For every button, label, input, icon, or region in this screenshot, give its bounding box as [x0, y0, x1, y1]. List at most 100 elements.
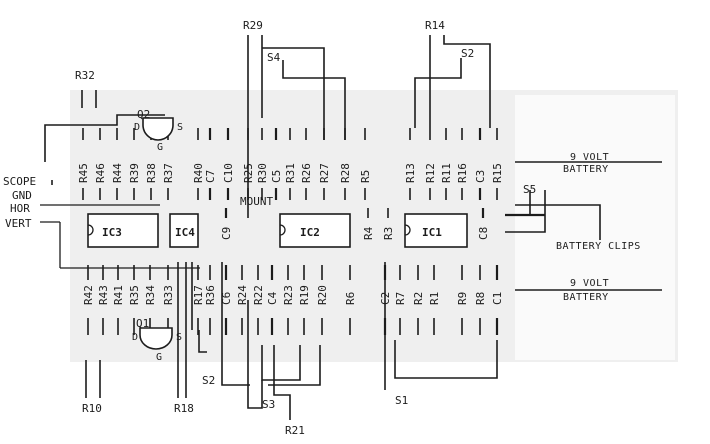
- r23-label: R23: [282, 285, 295, 305]
- vert-label: VERT: [5, 217, 32, 230]
- r29-label: R29: [243, 19, 263, 32]
- ic-notch: [404, 224, 411, 236]
- ic-notch: [87, 224, 94, 236]
- mount-label: MOUNT: [240, 195, 273, 208]
- wire: [261, 345, 301, 381]
- ic2-chip: [279, 213, 351, 248]
- r14-label: R14: [425, 19, 445, 32]
- r8-label: R8: [474, 292, 487, 305]
- q1-transistor: [139, 327, 173, 350]
- r30-label: R30: [256, 163, 269, 183]
- c8-label: C8: [477, 227, 490, 240]
- r20-label: R20: [316, 285, 329, 305]
- ic1-label: IC1: [422, 226, 442, 239]
- r6-label: R6: [344, 292, 357, 305]
- r17-label: R17: [192, 285, 205, 305]
- r4-label: R4: [362, 226, 375, 240]
- s2-top-label: S2: [461, 47, 474, 60]
- q1-label: Q1: [136, 317, 149, 330]
- s5-label: S5: [523, 183, 536, 196]
- r25-label: R25: [242, 163, 255, 183]
- s2-bottom-label: S2: [202, 374, 215, 387]
- r24-label: R24: [236, 285, 249, 305]
- wire: [443, 35, 491, 128]
- battery-bottom-line2: BATTERY: [563, 292, 609, 303]
- battery-top-line2: BATTERY: [563, 164, 609, 175]
- r43-label: R43: [97, 285, 110, 305]
- r44-label: R44: [111, 163, 124, 183]
- wire: [515, 204, 601, 240]
- c9-label: C9: [220, 227, 233, 240]
- q2-transistor: [142, 117, 174, 141]
- q1-drain-label: D: [132, 332, 138, 343]
- wire: [268, 345, 321, 386]
- r10-label: R10: [82, 402, 102, 415]
- ic4-label: IC4: [175, 226, 195, 239]
- r21-label: R21: [285, 424, 305, 437]
- r26-label: R26: [300, 163, 313, 183]
- r18-label: R18: [174, 402, 194, 415]
- r9-label: R9: [456, 292, 469, 305]
- gnd-label: GND: [12, 189, 32, 202]
- r31-label: R31: [284, 163, 297, 183]
- ic2-label: IC2: [300, 226, 320, 239]
- battery-bottom-line1: 9 VOLT: [570, 278, 609, 289]
- wire: [247, 300, 263, 409]
- c5-label: C5: [270, 170, 283, 183]
- middle-component-row: C9 R4 R3 C8: [220, 208, 490, 240]
- c4-label: C4: [266, 291, 279, 305]
- r40-label: R40: [192, 163, 205, 183]
- r2-label: R2: [412, 292, 425, 305]
- wire: [505, 190, 546, 233]
- r12-label: R12: [424, 163, 437, 183]
- q2-gate-label: G: [157, 142, 163, 153]
- r1-label: R1: [428, 292, 441, 305]
- wire: [273, 345, 291, 420]
- r33-label: R33: [162, 285, 175, 305]
- wire: [282, 60, 346, 140]
- c2-label: C2: [379, 292, 392, 305]
- r11-label: R11: [440, 163, 453, 183]
- scope-label: SCOPE: [3, 175, 36, 188]
- wire: [414, 58, 462, 128]
- r38-label: R38: [145, 163, 158, 183]
- r32-label: R32: [75, 69, 95, 82]
- q2-source-label: S: [177, 122, 183, 133]
- ic1-chip: [404, 213, 468, 248]
- r39-label: R39: [128, 163, 141, 183]
- r22-label: R22: [252, 285, 265, 305]
- ic-notch: [279, 224, 286, 236]
- r28-label: R28: [339, 163, 352, 183]
- wire: [44, 114, 165, 162]
- q2-drain-label: D: [134, 122, 140, 133]
- s4-label: S4: [267, 51, 281, 64]
- r19-label: R19: [298, 285, 311, 305]
- wire: [221, 262, 250, 386]
- battery-clips-label: BATTERY CLIPS: [556, 241, 641, 252]
- r36-label: R36: [204, 285, 217, 305]
- q1-source-label: S: [176, 332, 182, 343]
- ic3-label: IC3: [102, 226, 122, 239]
- c1-label: C1: [491, 292, 504, 305]
- wire: [262, 47, 325, 140]
- r35-label: R35: [128, 285, 141, 305]
- r37-label: R37: [162, 163, 175, 183]
- r45-label: R45: [77, 163, 90, 183]
- q2-label: Q2: [137, 108, 150, 121]
- hor-label: HOR: [10, 202, 30, 215]
- r5-label: R5: [359, 170, 372, 183]
- r3-label: R3: [382, 227, 395, 240]
- r16-label: R16: [456, 163, 469, 183]
- q1-gate-label: G: [156, 352, 162, 363]
- r15-label: R15: [491, 163, 504, 183]
- r46-label: R46: [94, 163, 107, 183]
- wire: [198, 330, 207, 353]
- battery-top-line1: 9 VOLT: [570, 152, 609, 163]
- wire: [394, 340, 498, 379]
- c10-label: C10: [222, 163, 235, 183]
- c7-label: C7: [204, 170, 217, 183]
- s1-label: S1: [395, 394, 408, 407]
